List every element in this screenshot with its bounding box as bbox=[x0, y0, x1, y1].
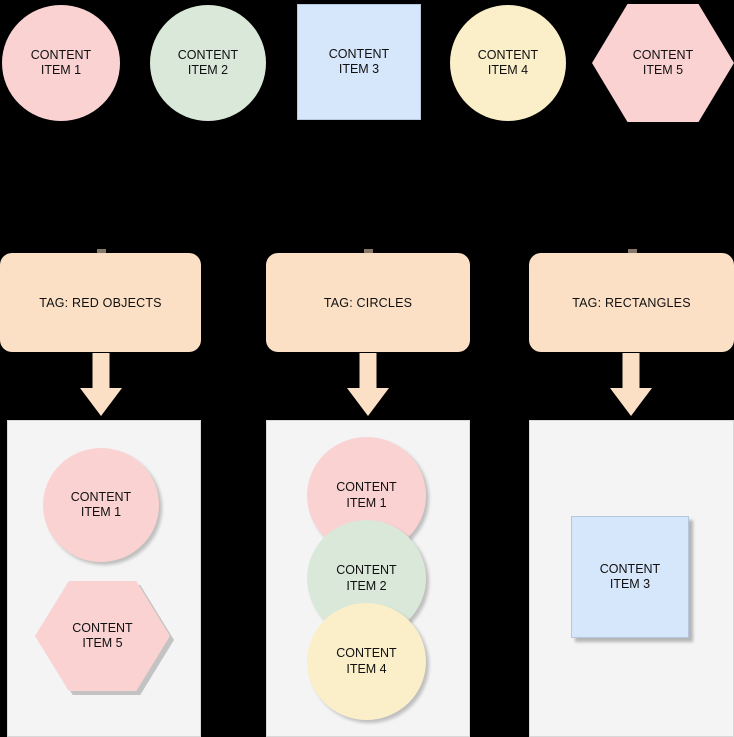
content-item-2-label: CONTENT ITEM 2 bbox=[177, 47, 239, 78]
content-item-4[interactable]: CONTENT ITEM 4 bbox=[450, 5, 566, 121]
content-item-5-label: CONTENT ITEM 5 bbox=[632, 47, 694, 78]
group-circ-item-1-label: CONTENT ITEM 1 bbox=[336, 480, 397, 510]
tag-rectangles[interactable]: TAG: RECTANGLES bbox=[529, 253, 734, 352]
group-circ-item-2-label: CONTENT ITEM 2 bbox=[336, 563, 397, 593]
group-rect-item-3-label: CONTENT ITEM 3 bbox=[599, 561, 661, 592]
content-item-1[interactable]: CONTENT ITEM 1 bbox=[2, 5, 120, 121]
group-circ-item-4[interactable]: CONTENT ITEM 4 bbox=[307, 603, 426, 720]
content-item-1-label: CONTENT ITEM 1 bbox=[30, 47, 92, 78]
arrow-circles-shaft bbox=[359, 353, 377, 388]
group-red-item-5-label: CONTENT ITEM 5 bbox=[72, 620, 133, 651]
tag-red-objects[interactable]: TAG: RED OBJECTS bbox=[0, 253, 201, 352]
tag-red-objects-connector-stub bbox=[96, 249, 106, 254]
arrow-red-objects-head bbox=[80, 388, 122, 416]
arrow-circles bbox=[347, 353, 389, 416]
arrow-circles-head bbox=[347, 388, 389, 416]
tag-circles-label: TAG: CIRCLES bbox=[323, 295, 413, 310]
arrow-rectangles-shaft bbox=[622, 353, 640, 388]
content-item-2[interactable]: CONTENT ITEM 2 bbox=[150, 5, 266, 121]
group-circ-item-4-label: CONTENT ITEM 4 bbox=[336, 646, 397, 676]
tag-red-objects-label: TAG: RED OBJECTS bbox=[39, 295, 162, 310]
group-red-item-1-label: CONTENT ITEM 1 bbox=[70, 489, 132, 520]
tag-circles[interactable]: TAG: CIRCLES bbox=[266, 253, 470, 352]
content-item-4-label: CONTENT ITEM 4 bbox=[477, 47, 539, 78]
group-rect-item-3[interactable]: CONTENT ITEM 3 bbox=[571, 516, 689, 638]
arrow-red-objects-shaft bbox=[92, 353, 110, 388]
tag-rectangles-label: TAG: RECTANGLES bbox=[572, 295, 691, 310]
group-red-item-1[interactable]: CONTENT ITEM 1 bbox=[43, 448, 159, 562]
arrow-rectangles-head bbox=[610, 388, 652, 416]
arrow-red-objects bbox=[80, 353, 122, 416]
tag-rectangles-connector-stub bbox=[627, 249, 637, 254]
content-item-3-label: CONTENT ITEM 3 bbox=[328, 46, 390, 77]
content-item-5[interactable]: CONTENT ITEM 5 bbox=[592, 4, 734, 122]
content-item-3[interactable]: CONTENT ITEM 3 bbox=[297, 4, 421, 120]
tag-circles-connector-stub bbox=[364, 249, 373, 254]
arrow-rectangles bbox=[610, 353, 652, 416]
